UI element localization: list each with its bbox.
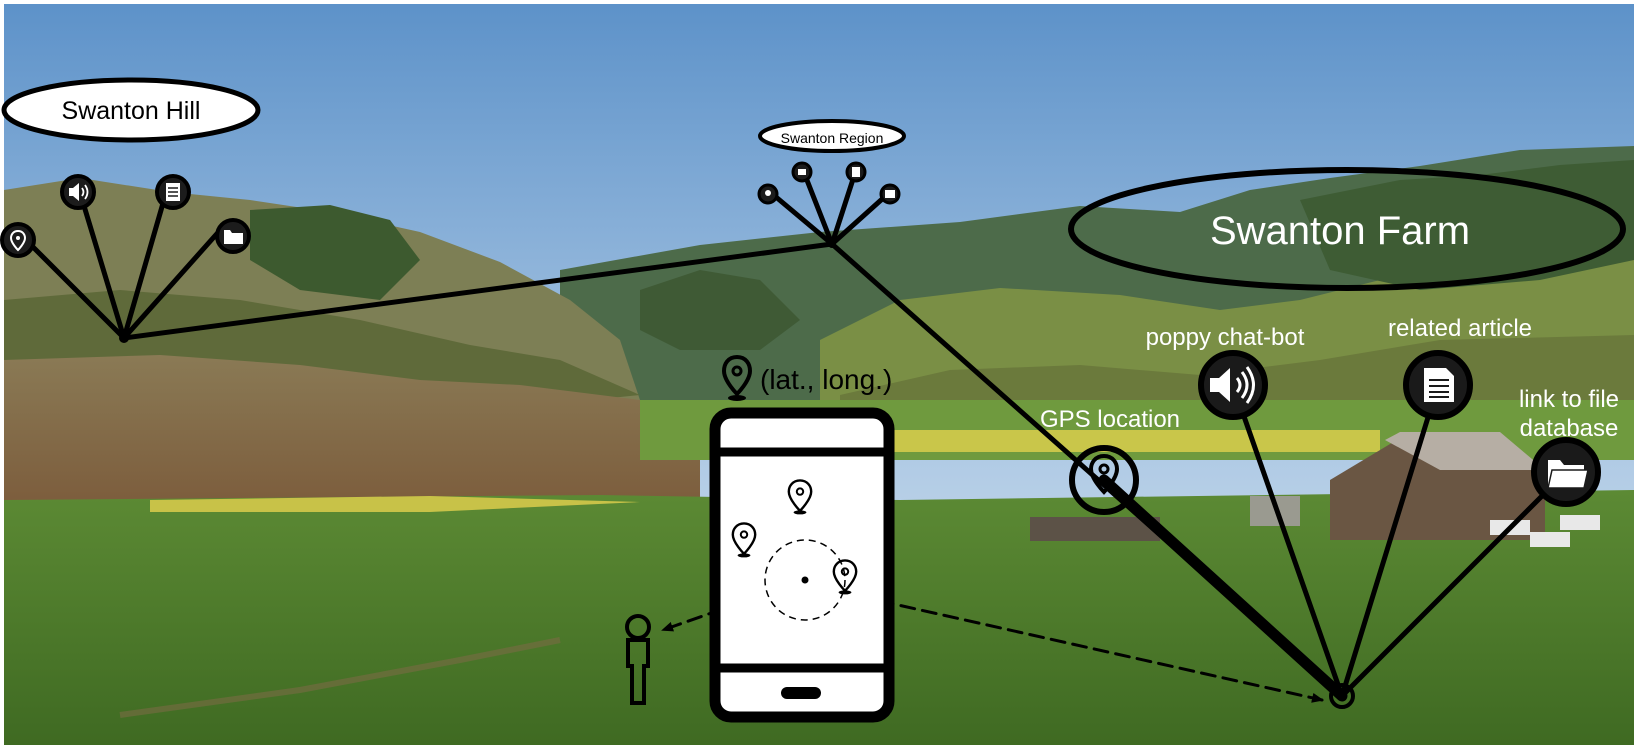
swanton-farm-cluster: Swanton Farm GPS location poppy chat-bot… — [1040, 167, 1626, 709]
smartphone-illustration: (lat., long.) — [709, 354, 895, 723]
swanton-hill-cluster: Swanton Hill — [0, 77, 261, 343]
chatbot-label: poppy chat-bot — [1146, 324, 1305, 351]
proximity-radius — [764, 539, 846, 621]
phone-home-button[interactable] — [781, 687, 821, 699]
document-icon[interactable] — [155, 174, 191, 210]
map-pin-icon[interactable] — [1069, 445, 1139, 515]
map-pin-icon[interactable] — [757, 183, 779, 205]
map-pin-icon[interactable] — [0, 222, 36, 258]
swanton-region-bubble[interactable] — [758, 119, 906, 153]
chatbot-link[interactable]: poppy chat-bot — [1146, 324, 1305, 420]
swanton-region-cluster: Swanton Region — [757, 119, 906, 248]
speaker-icon[interactable] — [60, 174, 96, 210]
folder-icon[interactable] — [879, 183, 901, 205]
user-position-dot — [801, 576, 809, 584]
person-icon — [625, 614, 651, 705]
connector-lines — [15, 167, 1569, 703]
file-database-link[interactable]: link to file database — [1519, 386, 1619, 507]
swanton-hill-title: Swanton Hill — [62, 97, 201, 125]
gps-location-label: GPS location — [1040, 406, 1180, 433]
coords-label: (lat., long.) — [760, 364, 892, 395]
folder-icon[interactable] — [215, 218, 251, 254]
related-article-link[interactable]: related article — [1388, 315, 1532, 420]
related-article-label: related article — [1388, 315, 1532, 342]
swanton-region-title: Swanton Region — [781, 130, 884, 146]
phone-body — [709, 407, 895, 723]
swanton-hill-node[interactable] — [119, 333, 129, 343]
swanton-farm-bubble[interactable] — [1068, 167, 1626, 291]
gps-location-link[interactable]: GPS location — [1040, 406, 1180, 515]
file-database-label-line1: link to file — [1519, 386, 1619, 413]
speaker-icon[interactable] — [791, 161, 813, 183]
document-icon[interactable] — [845, 161, 867, 183]
swanton-farm-title: Swanton Farm — [1210, 209, 1470, 253]
swanton-hill-bubble[interactable] — [1, 77, 261, 143]
coords-pin-icon — [721, 354, 753, 401]
swanton-farm-node[interactable] — [1329, 683, 1355, 709]
swanton-region-node[interactable] — [828, 240, 836, 248]
